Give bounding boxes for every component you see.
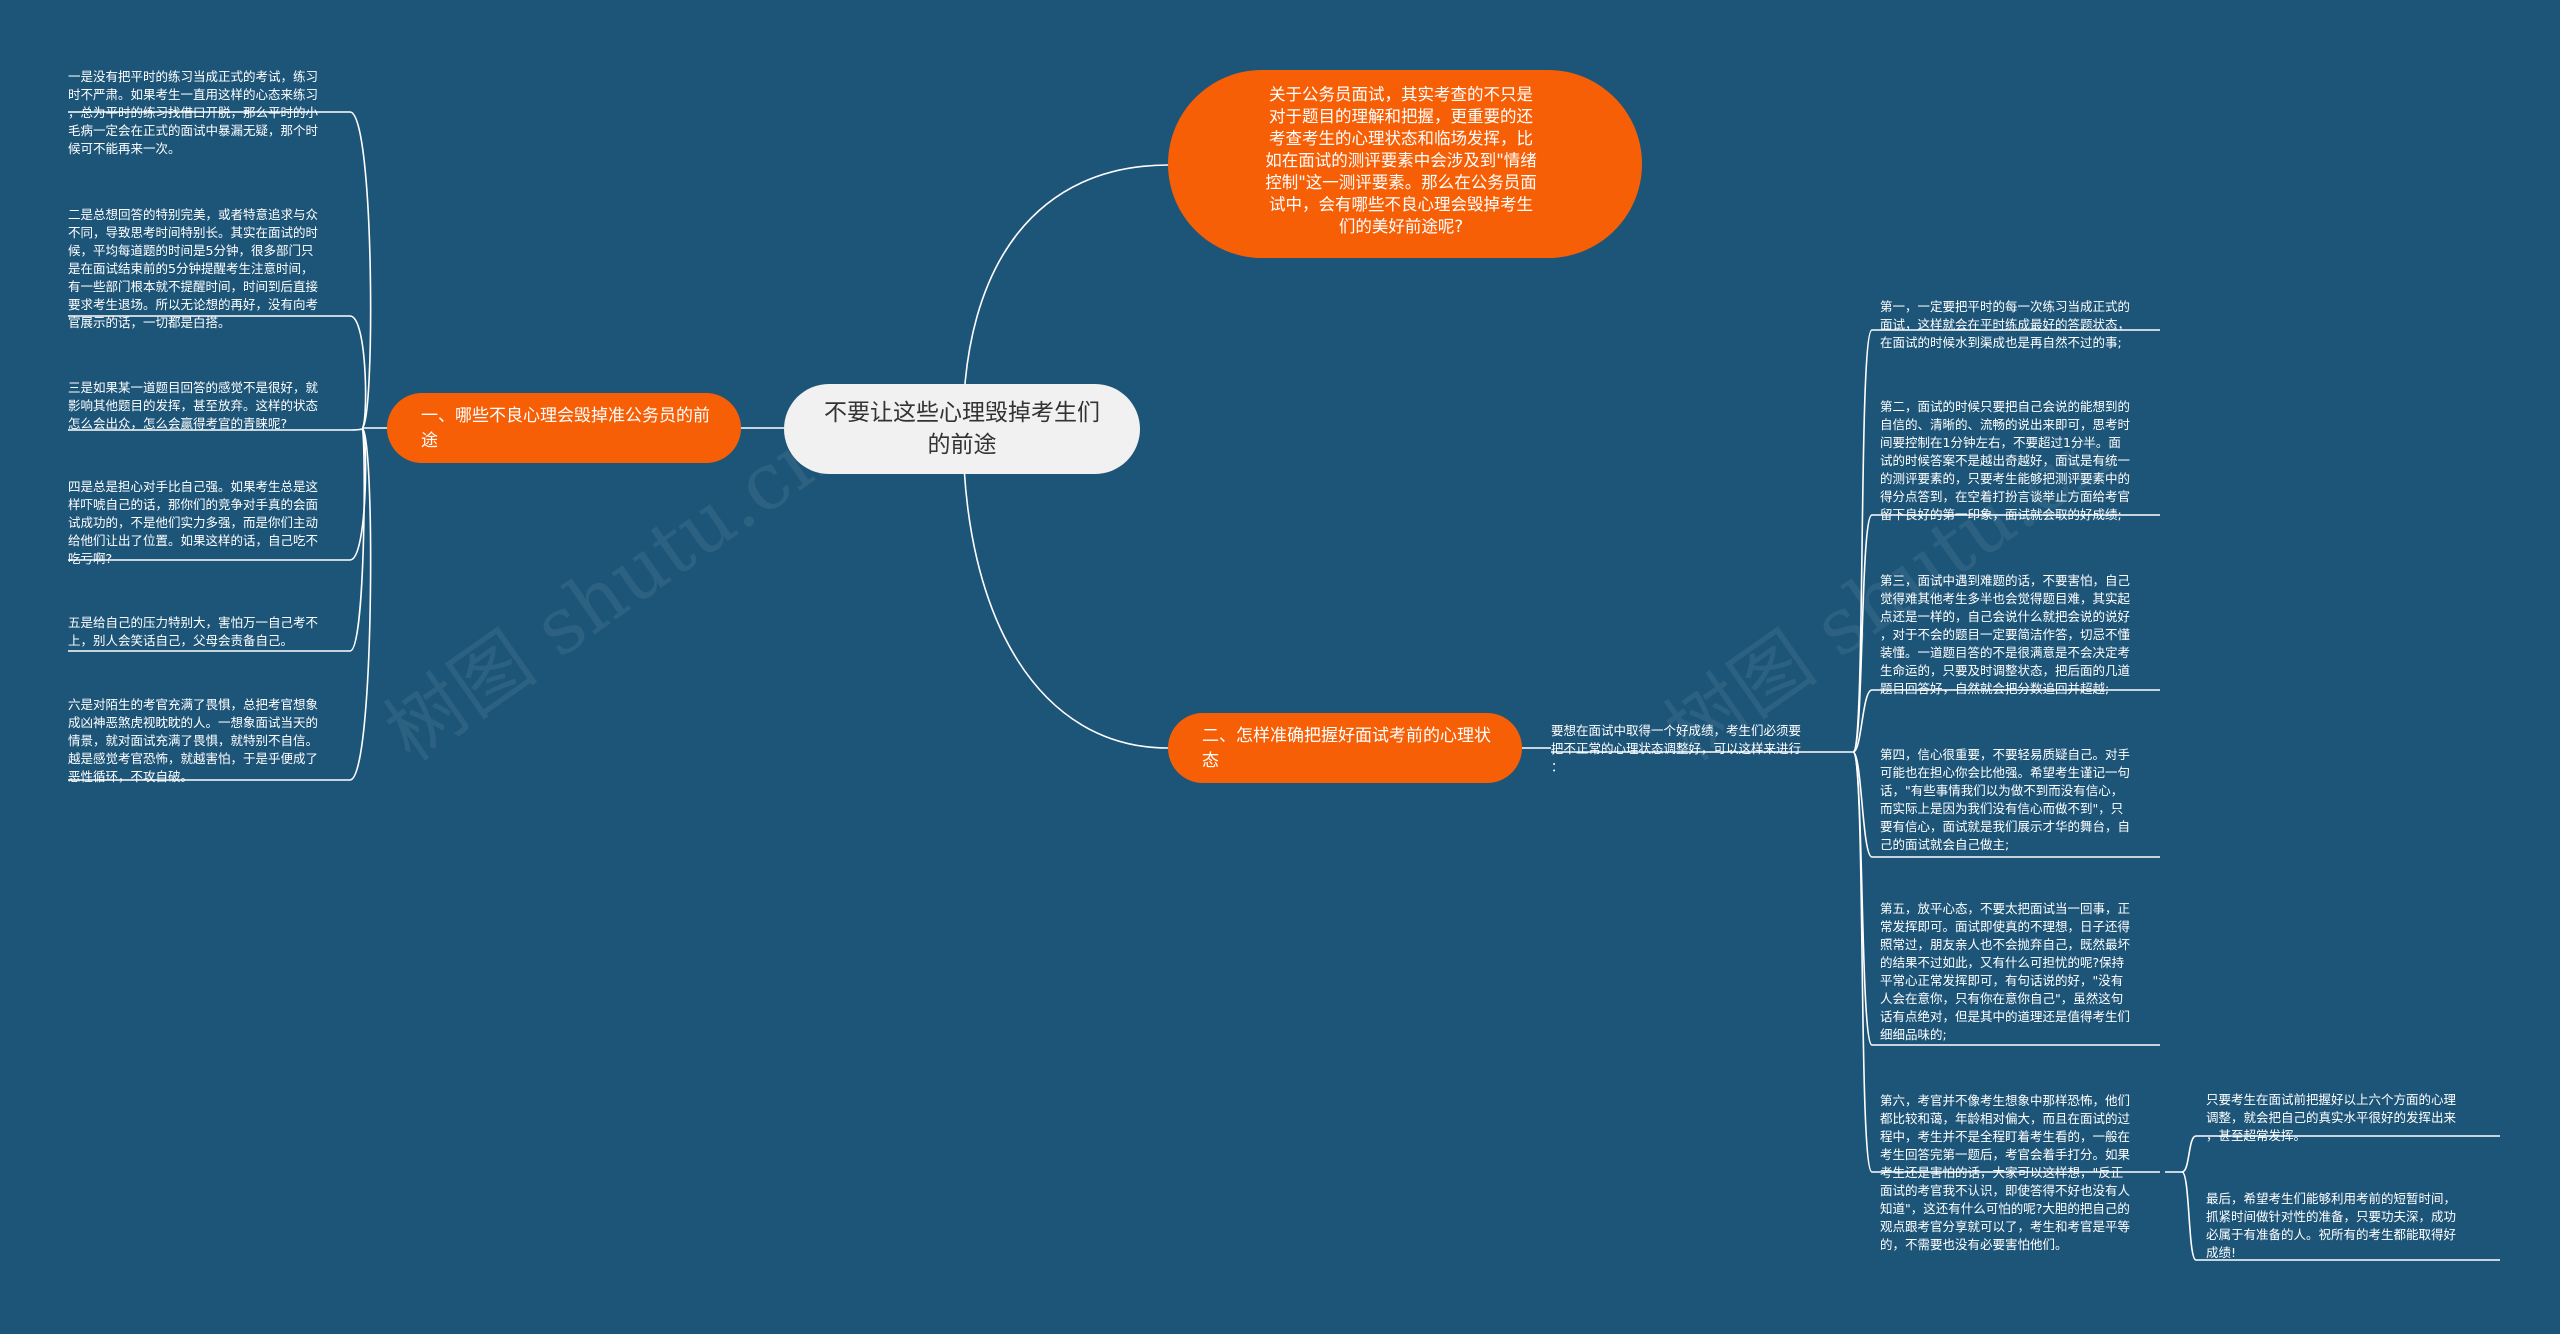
leaf-item[interactable]: 一是没有把平时的练习当成正式的考试，练习 时不严肃。如果考生一直用这样的心态来练… [68, 69, 319, 156]
branch-bad-mentality[interactable]: 一、哪些不良心理会毁掉准公务员的前途 [387, 393, 741, 463]
sub-leaf-item[interactable]: 最后，希望考生们能够利用考前的短暂时间， 抓紧时间做针对性的准备，只要功夫深，成… [2206, 1191, 2457, 1260]
intro-node-text: 关于公务员面试，其实考查的不只是对于题目的理解和把握，更重要的还考查考生的心理状… [1265, 85, 1537, 236]
leaf-item[interactable]: 第一，一定要把平时的每一次练习当成正式的 面试，这样就会在平时练成最好的答题状态… [1880, 299, 2131, 350]
central-topic[interactable]: 不要让这些心理毁掉考生们的前途 [784, 384, 1140, 474]
leaf-item[interactable]: 第六，考官并不像考生想象中那样恐怖，他们 都比较和蔼，年龄相对偏大，而且在面试的… [1880, 1093, 2131, 1252]
sub-leaf-item[interactable]: 只要考生在面试前把握好以上六个方面的心理 调整，就会把自己的真实水平很好的发挥出… [2206, 1092, 2457, 1143]
intro-text[interactable]: 要想在面试中取得一个好成绩，考生们必须要 把不正常的心理状态调整好，可以这样来进… [1551, 723, 1802, 774]
branch-mental-state[interactable]: 二、怎样准确把握好面试考前的心理状态 [1168, 713, 1522, 783]
branch-label: 二、怎样准确把握好面试考前的心理状态 [1202, 726, 1491, 771]
leaf-item[interactable]: 二是总想回答的特别完美，或者特意追求与众 不同，导致思考时间特别长。其实在面试的… [68, 207, 319, 330]
intro-node[interactable]: 关于公务员面试，其实考查的不只是对于题目的理解和把握，更重要的还考查考生的心理状… [1168, 70, 1642, 258]
leaf-item[interactable]: 四是总是担心对手比自己强。如果考生总是这 样吓唬自己的话，那你们的竞争对手真的会… [68, 479, 319, 566]
leaf-item[interactable]: 六是对陌生的考官充满了畏惧，总把考官想象 成凶神恶煞虎视眈眈的人。一想象面试当天… [68, 697, 319, 784]
leaf-item[interactable]: 五是给自己的压力特别大，害怕万一自己考不 上，别人会笑话自己，父母会责备自己。 [68, 615, 319, 648]
leaf-item[interactable]: 第二，面试的时候只要把自己会说的能想到的 自信的、清晰的、流畅的说出来即可，思考… [1880, 399, 2131, 522]
branch-label: 一、哪些不良心理会毁掉准公务员的前途 [421, 406, 710, 451]
leaf-item[interactable]: 三是如果某一道题目回答的感觉不是很好，就 影响其他题目的发挥，甚至放弃。这样的状… [68, 380, 319, 431]
central-topic-label: 不要让这些心理毁掉考生们的前途 [824, 400, 1100, 458]
leaf-item[interactable]: 第四，信心很重要，不要轻易质疑自己。对手 可能也在担心你会比他强。希望考生谨记一… [1880, 747, 2131, 852]
leaf-item[interactable]: 第三，面试中遇到难题的话，不要害怕，自己 觉得难其他考生多半也会觉得题目难，其实… [1880, 573, 2131, 696]
leaf-item[interactable]: 第五，放平心态，不要太把面试当一回事，正 常发挥即可。面试即使真的不理想，日子还… [1880, 901, 2131, 1042]
